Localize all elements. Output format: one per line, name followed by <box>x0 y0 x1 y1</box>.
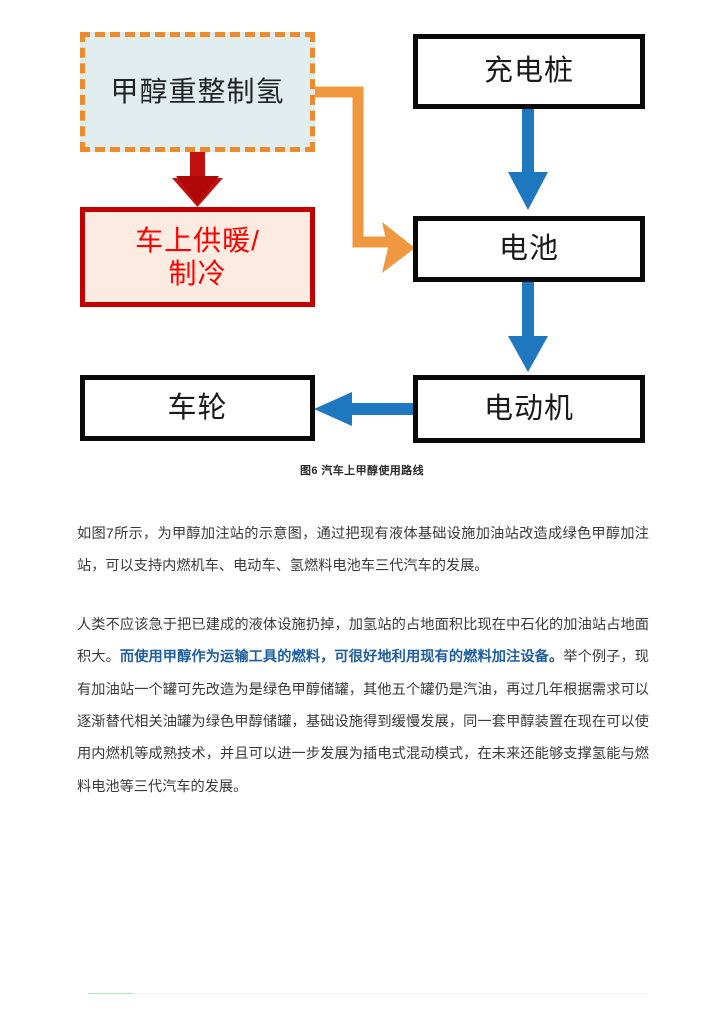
arrow-motor-to-wheel <box>314 392 415 426</box>
paragraph-2-part-1: 人类不应该急于把已建成的液体设施扔掉，加氢站的占地面积比现在中石化的加油站占地面… <box>77 616 649 666</box>
node-label: 电动机 <box>483 392 574 425</box>
node-electric-motor: 电动机 <box>413 375 645 443</box>
node-label-line1: 车上供暖/ <box>135 224 260 256</box>
arrow-battery-to-motor <box>508 282 548 372</box>
node-charging-pile: 充电桩 <box>413 34 645 109</box>
node-wheel: 车轮 <box>80 375 315 441</box>
node-battery: 电池 <box>413 216 645 282</box>
footer-divider <box>88 993 648 994</box>
figure-methanol-vehicle-route: 甲醇重整制氢 充电桩 车上供暖/ 制冷 电池 车轮 电动机 图6 汽车上甲醇使用… <box>0 0 724 500</box>
arrow-reform-to-hvac <box>172 150 223 207</box>
node-label: 车上供暖/ 制冷 <box>135 224 260 290</box>
arrow-charge-to-battery <box>508 109 548 210</box>
article-body: 如图7所示，为甲醇加注站的示意图，通过把现有液体基础设施加油站改造成绿色甲醇加注… <box>77 518 649 829</box>
node-label: 电池 <box>498 232 559 265</box>
node-label: 充电桩 <box>483 55 574 88</box>
paragraph-2: 人类不应该急于把已建成的液体设施扔掉，加氢站的占地面积比现在中石化的加油站占地面… <box>77 609 649 803</box>
node-label: 甲醇重整制氢 <box>110 76 285 108</box>
node-label-line2: 制冷 <box>168 258 227 289</box>
arrow-reform-to-battery <box>313 86 415 273</box>
paragraph-2-highlight: 而使用甲醇作为运输工具的燃料，可很好地利用现有的燃料加注设备。 <box>119 649 564 666</box>
paragraph-1: 如图7所示，为甲醇加注站的示意图，通过把现有液体基础设施加油站改造成绿色甲醇加注… <box>77 526 649 575</box>
node-methanol-reforming-hydrogen: 甲醇重整制氢 <box>80 32 315 152</box>
node-onboard-heating-cooling: 车上供暖/ 制冷 <box>80 207 315 307</box>
figure-caption: 图6 汽车上甲醇使用路线 <box>300 465 424 477</box>
node-label: 车轮 <box>167 391 228 424</box>
paragraph-2-part-2: 举个例子，现有加油站一个罐可先改造为是绿色甲醇储罐，其他五个罐仍是汽油，再过几年… <box>77 649 649 795</box>
